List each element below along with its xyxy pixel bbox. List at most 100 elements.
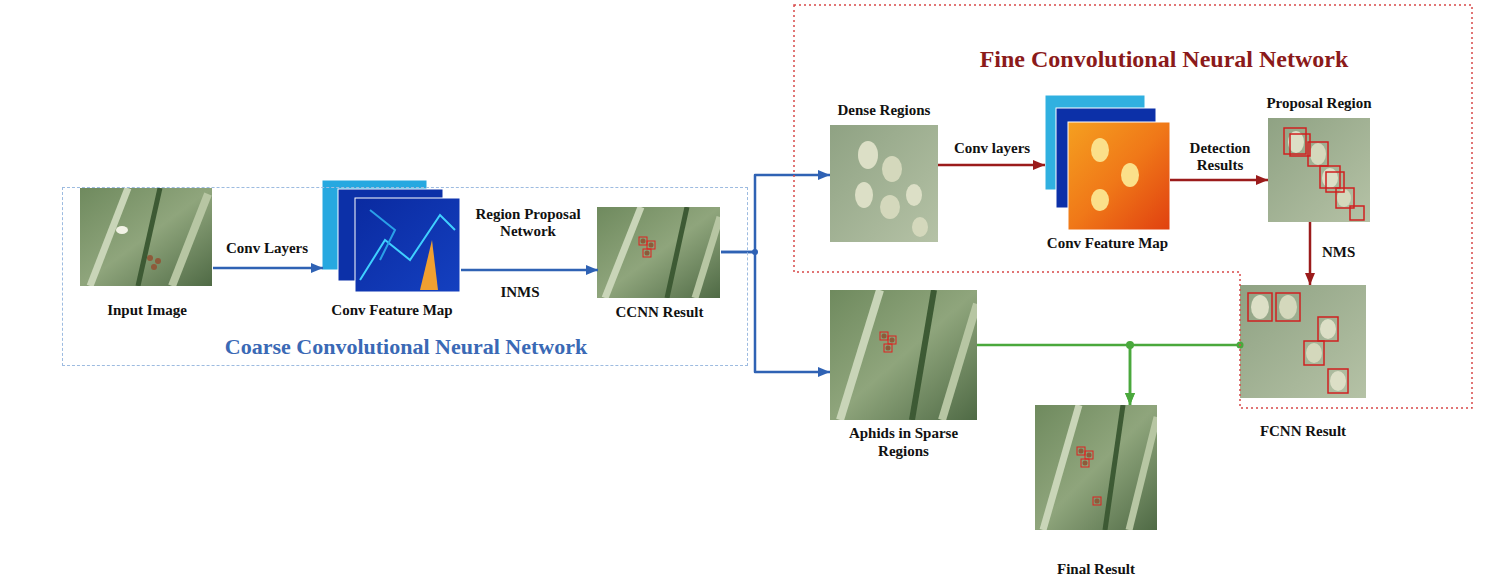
flow-arrow — [721, 252, 830, 372]
leaf-blade — [90, 188, 128, 286]
sparse-region-image: Aphids in Sparse Regions — [830, 290, 977, 420]
feature-streak — [420, 240, 438, 290]
detection-box — [1290, 134, 1310, 156]
aphid — [1087, 453, 1092, 458]
flow-arrow — [1130, 345, 1240, 405]
feature-map-stack: Conv Feature Map — [1045, 95, 1170, 230]
feature-map-stack: Conv Feature Map — [323, 181, 461, 293]
leaf-blade — [1129, 417, 1157, 530]
arrow-label: Conv layers — [938, 140, 1046, 157]
result-image: Final Result — [1035, 405, 1157, 530]
aphid — [858, 141, 878, 169]
flow-arrow — [213, 267, 323, 270]
detection-box — [1320, 166, 1340, 188]
feature-map — [1068, 122, 1170, 230]
aphid — [1330, 371, 1346, 391]
image-caption: Conv Feature Map — [975, 234, 1240, 252]
image-caption: CCNN Result — [528, 303, 791, 321]
aphid — [645, 251, 650, 256]
flow-arrow — [461, 269, 598, 272]
detection-box — [643, 249, 651, 257]
image-caption: FCNN Result — [1170, 422, 1436, 440]
detection-box — [884, 344, 892, 352]
feature-streak — [370, 210, 395, 260]
feature-streak — [360, 215, 455, 280]
leaf-blade — [605, 207, 641, 298]
ccnn-photo — [597, 207, 720, 298]
step-label: INMS — [490, 284, 550, 301]
aphid — [1322, 168, 1338, 188]
aphid — [1306, 343, 1322, 363]
aphid — [886, 346, 891, 351]
input-photo — [80, 188, 212, 286]
arrow-label: Region Proposal Network — [458, 206, 598, 240]
fine-cnn-region: Fine Convolutional Neural NetworkDense R… — [794, 5, 1472, 408]
detection-box — [1093, 497, 1101, 505]
aphid — [890, 338, 895, 343]
flow-arrow — [938, 164, 1045, 167]
aphid — [1251, 295, 1269, 319]
aphid — [1095, 499, 1100, 504]
detection-box — [1308, 142, 1328, 166]
aphid — [147, 255, 153, 261]
detection-box — [1326, 172, 1344, 192]
detection-box — [1336, 188, 1354, 208]
arrow-label: NMS — [1322, 244, 1382, 261]
region-title: Fine Convolutional Neural Network — [944, 45, 1384, 73]
detection-box — [1081, 459, 1089, 467]
leaf-blade — [667, 207, 687, 298]
leaf-blade — [1043, 405, 1079, 530]
detection-box — [1304, 341, 1324, 365]
aphid — [882, 156, 902, 182]
detection-box — [888, 336, 896, 344]
arrow-label: Detection Results — [1174, 140, 1266, 174]
detection-box — [1276, 293, 1300, 321]
result-image: CCNN Result — [598, 208, 721, 299]
feature-blob — [1091, 189, 1109, 211]
flow-arrow — [1170, 179, 1268, 182]
region-outline — [794, 5, 1472, 408]
aphid — [1320, 319, 1336, 339]
image-caption: Dense Regions — [760, 101, 1008, 119]
aphid — [151, 264, 157, 270]
image-caption: Aphids in Sparse Regions — [829, 424, 979, 460]
image-caption: Final Result — [965, 560, 1227, 578]
region-title: Coarse Convolutional Neural Network — [63, 334, 749, 360]
arrow-label: Conv Layers — [212, 240, 322, 257]
sparse-photo — [830, 290, 977, 420]
leaf-blade — [172, 194, 208, 286]
feature-map — [355, 198, 460, 292]
proposal-image: Proposal Region — [1268, 118, 1370, 222]
detection-box — [1248, 293, 1272, 321]
leaf-blade — [1105, 405, 1123, 530]
aphid — [882, 334, 887, 339]
image-caption: Input Image — [11, 301, 283, 319]
final-photo — [1035, 405, 1157, 530]
aphid — [855, 182, 873, 208]
feature-blob — [1091, 138, 1109, 162]
photo-ground — [597, 207, 720, 298]
image-caption: Conv Feature Map — [253, 301, 531, 319]
photo-ground — [1035, 405, 1157, 530]
detection-box — [639, 237, 647, 245]
detection-box — [1085, 451, 1093, 459]
aphid — [912, 217, 928, 237]
flow-arrow — [1309, 222, 1312, 285]
detection-box — [1077, 447, 1085, 455]
result-image: FCNN Result — [1240, 285, 1366, 398]
aphid — [906, 184, 922, 206]
leaf-blade — [138, 188, 160, 286]
dense-region-image: Dense Regions — [830, 125, 938, 242]
aphid — [1079, 449, 1084, 454]
detection-box — [1328, 369, 1348, 393]
proposal-photo — [1268, 118, 1370, 222]
dense-photo — [830, 125, 938, 242]
flow-arrow — [977, 345, 1130, 405]
photo-ground — [1268, 118, 1370, 222]
leaf-blade — [912, 290, 934, 420]
leaf-blade — [840, 290, 880, 420]
leaf-blade — [942, 304, 977, 420]
detection-box — [880, 332, 888, 340]
